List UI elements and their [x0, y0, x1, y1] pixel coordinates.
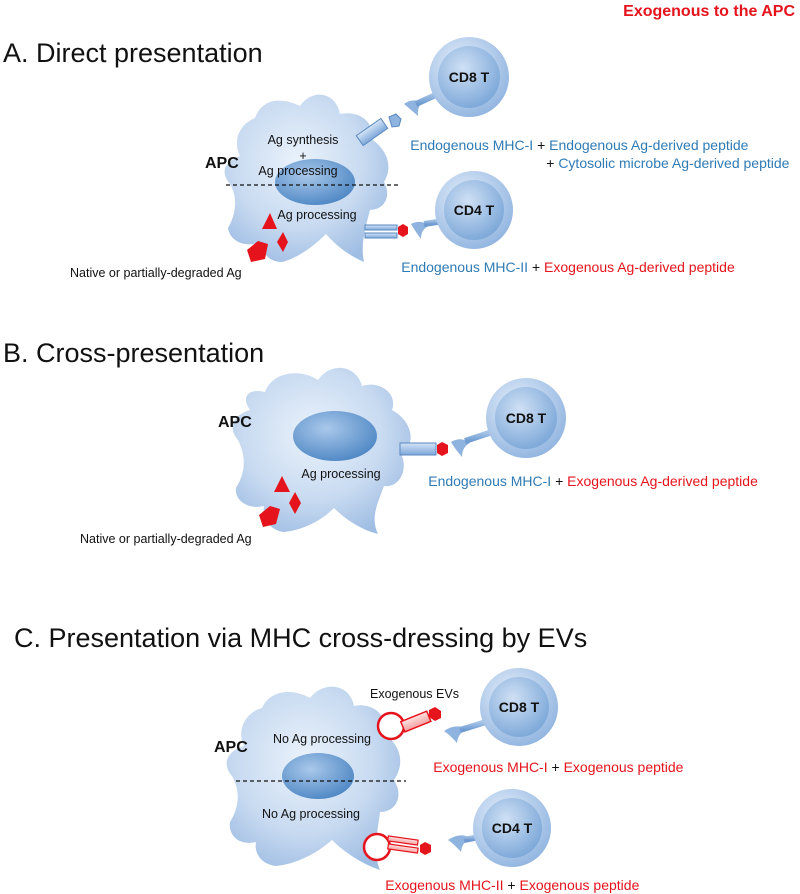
mhc-i-description-c: Exogenous MHC-I + Exogenous peptide: [406, 759, 703, 775]
nucleus-label-2: +: [299, 149, 306, 163]
exogenous-peptide-a: Exogenous Ag-derived peptide: [544, 259, 735, 275]
antigen-pentagon-a: [247, 241, 268, 262]
ev-mhc-i-c: [376, 707, 441, 741]
processing-label-b: Ag processing: [301, 467, 380, 481]
cd4-t-cell-inner-c: [482, 798, 542, 858]
exogenous-peptide-c1: Exogenous peptide: [564, 759, 684, 775]
mhc-ii-receptor-a: [364, 224, 408, 239]
lower-label-c: No Ag processing: [262, 807, 360, 821]
antigen-diamond-b: [289, 492, 301, 514]
plus-c1: +: [548, 759, 564, 775]
ev-mhc-ii-c: [362, 832, 431, 862]
endogenous-peptide-a: Endogenous Ag-derived peptide: [549, 137, 748, 153]
cd4-label-a: CD4 T: [454, 202, 495, 218]
endogenous-mhc-ii-a: Endogenous MHC-II: [401, 259, 528, 275]
cytosolic-peptide-a: Cytosolic microbe Ag-derived peptide: [558, 155, 789, 171]
apc-label-c: APC: [214, 739, 248, 756]
antigen-pentagon-b: [259, 506, 280, 527]
exogenous-peptide-b: Exogenous Ag-derived peptide: [567, 473, 758, 489]
native-ag-label-b: Native or partially-degraded Ag: [80, 532, 252, 546]
plus-a3: +: [528, 259, 544, 275]
cd8-t-cell-inner-c: [489, 677, 549, 737]
legend-exogenous-label: Exogenous to the APC: [623, 3, 795, 20]
cd8-t-cell-inner-b: [495, 387, 557, 449]
nucleus-label-3: Ag processing: [258, 164, 337, 178]
panel-c: C. Presentation via MHC cross-dressing b…: [14, 623, 703, 893]
exogenous-peptide-c2: Exogenous peptide: [519, 877, 639, 893]
cd8-stalk-b: [464, 429, 493, 444]
evs-label-c: Exogenous EVs: [370, 687, 459, 701]
cd4-t-cell-inner-a: [444, 180, 504, 240]
cd8-label-a: CD8 T: [449, 69, 490, 85]
mhc-i-description-a: Endogenous MHC-I + Endogenous Ag-derived…: [383, 137, 768, 153]
panel-b: B. Cross-presentation APC Ag processing …: [3, 338, 777, 546]
exogenous-mhc-i-c: Exogenous MHC-I: [433, 759, 547, 775]
mhc-ii-description-c: Exogenous MHC-II + Exogenous peptide: [358, 877, 659, 893]
panel-a: A. Direct presentation APC Ag synthesis …: [3, 37, 800, 280]
cd8-stalk-c: [459, 719, 487, 733]
nucleus-a: [275, 159, 355, 205]
endogenous-mhc-i-b: Endogenous MHC-I: [428, 473, 551, 489]
plus-b1: +: [551, 473, 567, 489]
upper-label-c: No Ag processing: [273, 732, 371, 746]
cd4-label-c: CD4 T: [492, 820, 533, 836]
panel-c-title: C. Presentation via MHC cross-dressing b…: [14, 623, 587, 653]
panel-b-title: B. Cross-presentation: [3, 338, 264, 368]
nucleus-b: [293, 411, 377, 461]
mhc-i-receptor-b: [399, 442, 448, 456]
cytosolic-description-a: + Cytosolic microbe Ag-derived peptide: [519, 155, 800, 171]
mhc-ii-description-a: Endogenous MHC-II + Exogenous Ag-derived…: [374, 259, 754, 275]
panel-a-title: A. Direct presentation: [3, 38, 263, 68]
nucleus-label-1: Ag synthesis: [268, 133, 339, 147]
plus-a1: +: [533, 137, 549, 153]
antigen-triangle-b: [274, 476, 290, 492]
native-ag-label-a: Native or partially-degraded Ag: [70, 266, 242, 280]
cd8-t-cell-inner-a: [438, 46, 500, 108]
endogenous-mhc-i-a: Endogenous MHC-I: [410, 137, 533, 153]
plus-c2: +: [504, 877, 520, 893]
mhc-i-description-b: Endogenous MHC-I + Exogenous Ag-derived …: [401, 473, 777, 489]
cd8-tcr-b: [451, 439, 470, 457]
plus-a2: +: [546, 155, 558, 171]
apc-label-a: APC: [205, 155, 239, 172]
nucleus-c: [282, 753, 354, 799]
antigen-diamond-a: [277, 232, 288, 252]
mhc-i-receptor-a: [355, 113, 402, 147]
cd8-label-c: CD8 T: [499, 699, 540, 715]
antigen-triangle-a: [262, 213, 277, 229]
exogenous-mhc-ii-c: Exogenous MHC-II: [385, 877, 503, 893]
cd8-label-b: CD8 T: [506, 410, 547, 426]
lower-processing-label-a: Ag processing: [277, 208, 356, 222]
apc-label-b: APC: [218, 414, 252, 431]
